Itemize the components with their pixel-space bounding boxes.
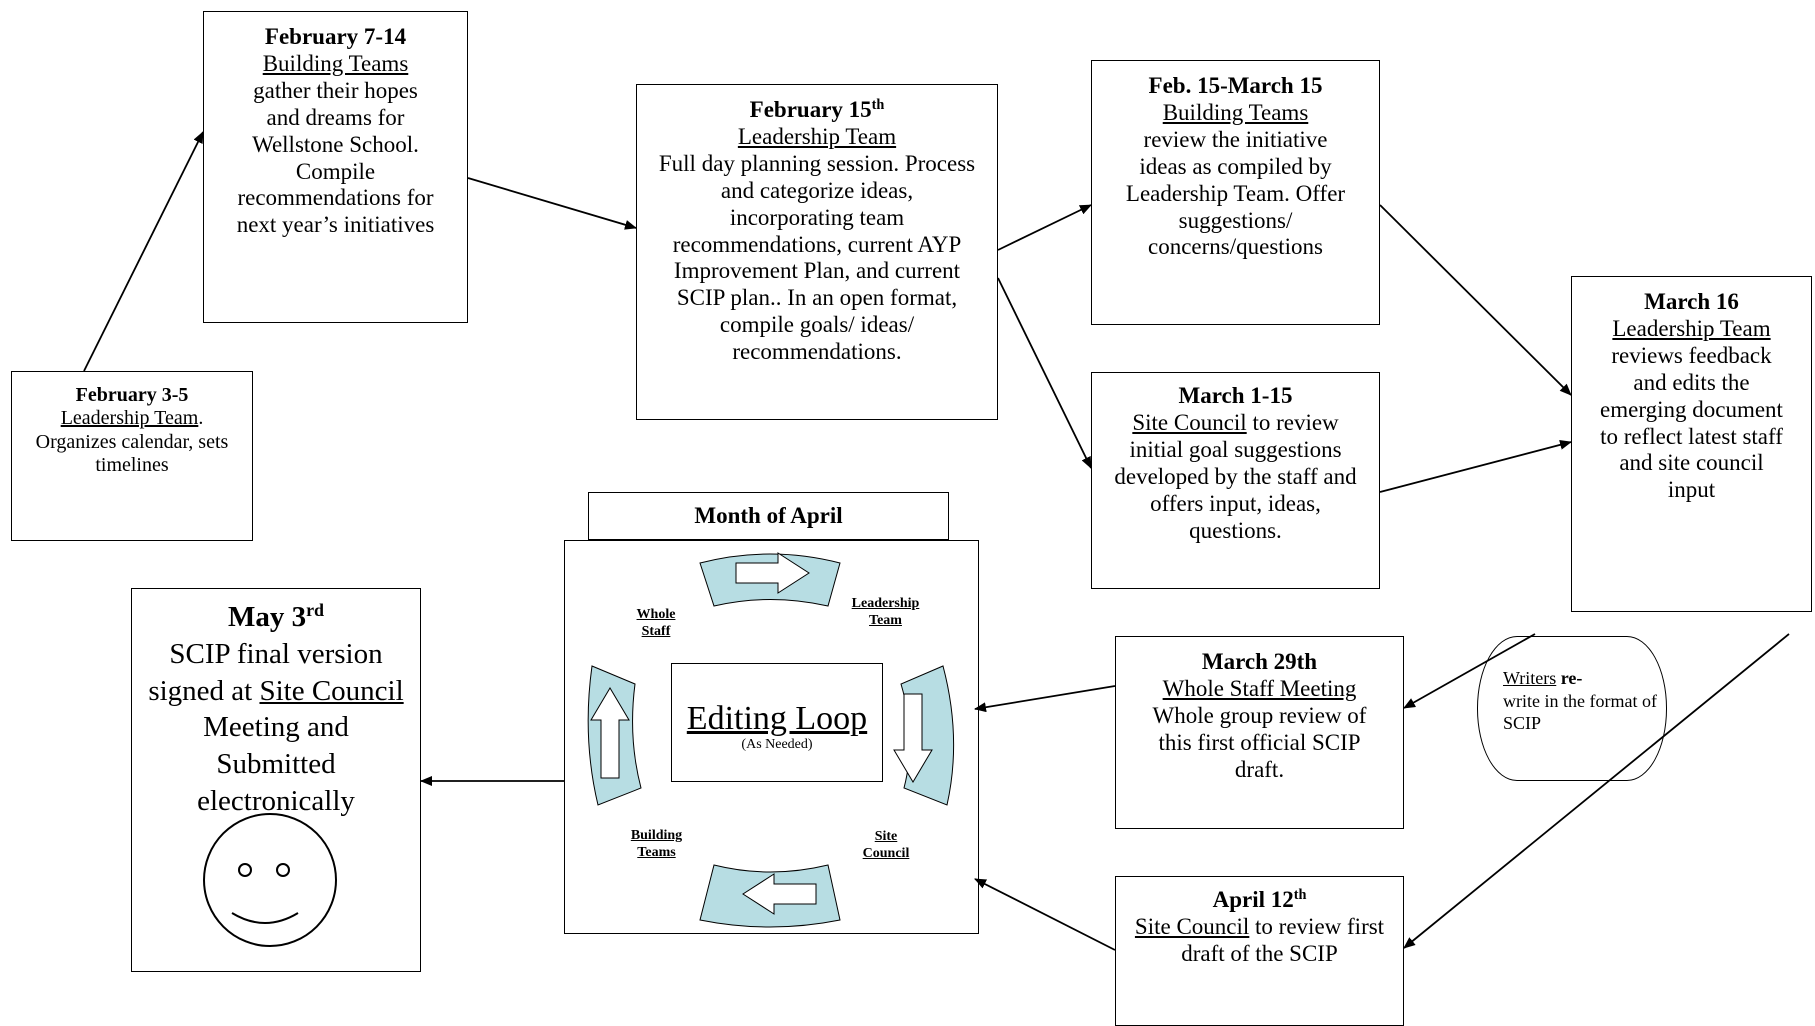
- arrow-feb3-to-feb7: [83, 131, 204, 372]
- arrow-apr12-to-april: [974, 878, 1116, 951]
- mar16-team: Leadership Team: [1612, 315, 1771, 341]
- arrow-feb7-to-feb15: [467, 177, 637, 230]
- feb15-team: Leadership Team: [737, 123, 897, 149]
- label-whole-staff: Whole Staff: [636, 607, 676, 639]
- feb3-box: February 3-5 Leadership Team. Organizes …: [11, 371, 253, 541]
- label-leadership-team: Leadership Team: [851, 596, 920, 628]
- editing-loop-title: Editing Loop: [686, 700, 868, 737]
- mar16-text: reviews feedback and edits the emerging …: [1600, 342, 1783, 503]
- mar29-date: March 29th: [1201, 649, 1318, 674]
- feb15-mar15-text: review the initiative ideas as compiled …: [1125, 126, 1346, 260]
- editing-loop-subtitle: (As Needed): [741, 737, 813, 753]
- feb15-mar15-date: Feb. 15-March 15: [1148, 73, 1323, 98]
- mar16-box: March 16 Leadership Team reviews feedbac…: [1571, 276, 1812, 612]
- feb15-mar15-team: Building Teams: [1162, 99, 1309, 125]
- mar29-team: Whole Staff Meeting: [1162, 675, 1357, 701]
- writers-cylinder: Writers re- write in the format of SCIP: [1477, 636, 1667, 781]
- label-site-council: Site Council: [862, 829, 910, 861]
- apr12-box: April 12th Site Council to review first …: [1115, 876, 1404, 1026]
- label-building-teams: Building Teams: [630, 828, 683, 860]
- arrow-feb15-to-mar1: [997, 277, 1092, 469]
- feb3-team: Leadership Team: [60, 407, 199, 430]
- feb15-text: Full day planning session. Process and c…: [658, 150, 976, 365]
- mar1-date: March 1-15: [1178, 383, 1293, 408]
- writers-text: write in the format of SCIP: [1503, 690, 1657, 734]
- editing-loop-box: Editing Loop (As Needed): [671, 663, 883, 782]
- mar1-text: Site Council to review initial goal sugg…: [1114, 409, 1357, 543]
- feb7-team: Building Teams: [262, 50, 409, 76]
- mar16-date: March 16: [1644, 289, 1739, 314]
- arrow-feb15mar15-to-mar16: [1379, 204, 1572, 396]
- arrow-feb15-to-feb15mar15: [997, 204, 1092, 251]
- may3-text: SCIP final version signed at Site Counci…: [148, 637, 404, 818]
- mar29-text: Whole group review of this first officia…: [1152, 702, 1367, 782]
- arrow-mar29-to-april: [974, 685, 1116, 713]
- feb15-date: February 15th: [749, 97, 885, 122]
- writers-team: Writers: [1503, 668, 1557, 688]
- apr12-date: April 12th: [1212, 887, 1307, 912]
- feb7-text: gather their hopes and dreams for Wellst…: [236, 77, 435, 238]
- feb3-text: Organizes calendar, sets timelines: [35, 430, 229, 477]
- mar1-box: March 1-15 Site Council to review initia…: [1091, 372, 1380, 589]
- feb15-mar15-box: Feb. 15-March 15 Building Teams review t…: [1091, 60, 1380, 325]
- feb3-date: February 3-5: [75, 384, 189, 406]
- feb7-date: February 7-14: [264, 24, 407, 49]
- april-title: Month of April: [588, 492, 949, 540]
- feb15-box: February 15th Leadership Team Full day p…: [636, 84, 998, 420]
- mar29-box: March 29th Whole Staff Meeting Whole gro…: [1115, 636, 1404, 829]
- may3-date: May 3rd: [227, 600, 325, 633]
- may3-box: May 3rd SCIP final version signed at Sit…: [131, 588, 421, 972]
- arrow-mar1-to-mar16: [1379, 439, 1572, 493]
- feb7-box: February 7-14 Building Teams gather thei…: [203, 11, 468, 323]
- apr12-text: Site Council to review first draft of th…: [1134, 913, 1385, 966]
